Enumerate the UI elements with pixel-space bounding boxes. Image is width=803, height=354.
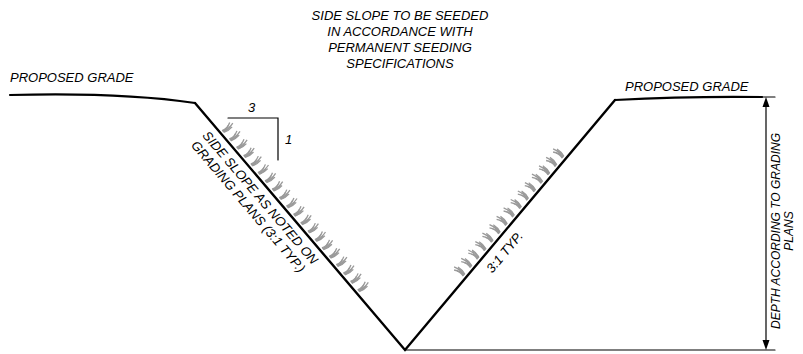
grass-blade (486, 235, 493, 241)
grass-blade (352, 277, 359, 282)
grass-blade (309, 227, 316, 232)
grass-blade (337, 257, 347, 265)
grass-blade (273, 182, 283, 191)
grass-blade (475, 242, 485, 250)
grass-blade (294, 207, 304, 215)
grass-blade (497, 216, 507, 224)
slope-ratio-marker (228, 118, 278, 160)
grass-blade (508, 210, 515, 216)
arrowhead (763, 340, 770, 350)
grass-blade (493, 226, 500, 232)
seeding-note: SIDE SLOPE TO BE SEEDED IN ACCORDANCE WI… (310, 8, 490, 72)
grass-blade (458, 269, 465, 275)
grass-blade (543, 167, 550, 173)
grass-blade (287, 199, 297, 207)
grass-blade (529, 184, 536, 190)
grass-blade (351, 274, 361, 283)
grass-blade (461, 258, 471, 266)
grass-blade (546, 157, 556, 165)
dimension-label: DEPTH ACCORDING TO GRADING PLANS (770, 126, 796, 336)
grass-blade (330, 252, 337, 257)
proposed-grade-line (615, 97, 762, 100)
grass-blade (330, 249, 340, 257)
grass-blade (259, 169, 266, 174)
grass-blade (454, 267, 464, 275)
grass-blade (515, 201, 522, 207)
grass-blade (511, 200, 521, 208)
grass-blade (525, 183, 535, 191)
grass-blade (259, 165, 269, 173)
grass-blade (273, 185, 280, 190)
dimension-line (765, 104, 766, 343)
grass-blade (251, 157, 261, 165)
grass-blade (345, 269, 352, 274)
grass-blade (504, 208, 514, 216)
grass-blade (223, 123, 233, 131)
proposed-grade-line (10, 94, 195, 103)
grade-label: PROPOSED GRADE (10, 70, 134, 85)
grass-blade (295, 210, 302, 215)
grass-blade (302, 219, 309, 224)
slope-ratio-number: 1 (285, 132, 292, 147)
grass-blade (309, 224, 319, 233)
grass-blade (230, 131, 240, 140)
slope-note: SIDE SLOPE AS NOTED ON GRADING PLANS (3:… (188, 128, 334, 292)
grass-blade (358, 282, 368, 290)
grass-blade (359, 286, 366, 291)
grass-blade (323, 240, 333, 248)
extension-line (755, 96, 775, 97)
grass-blade (518, 191, 528, 199)
grass-blade (468, 250, 478, 258)
grass-blade (490, 225, 500, 233)
grass-blade (230, 135, 237, 140)
grass-blade (280, 190, 290, 198)
grass-blade (266, 177, 273, 182)
grass-blade (238, 143, 245, 148)
grass-blade (244, 148, 254, 156)
grass-blade (479, 243, 486, 249)
grass-blade (482, 233, 492, 241)
grass-blade (344, 266, 354, 274)
grass-blade (301, 215, 311, 223)
grass-blade (266, 173, 276, 182)
grass-blade (557, 151, 564, 157)
grass-blade (465, 260, 472, 266)
grass-blade (539, 166, 549, 174)
grass-blade (316, 232, 326, 240)
grade-label: PROPOSED GRADE (625, 79, 749, 94)
grass-blade (237, 140, 247, 148)
grass-blade (532, 174, 542, 182)
grass-blade (316, 236, 323, 241)
grass-blade (553, 149, 563, 157)
grass-blade (536, 176, 543, 182)
grass-blade (280, 194, 287, 199)
extension-line (405, 349, 775, 350)
grass-blade (252, 160, 259, 165)
grass-blade (522, 193, 529, 199)
grass-blade (337, 261, 344, 266)
grass-blade (472, 252, 479, 258)
grass-blade (500, 218, 507, 224)
arrowhead (763, 97, 770, 107)
grass-blade (223, 127, 230, 132)
grass-blade (550, 159, 557, 165)
slope-ratio-number: 3 (248, 100, 255, 115)
grass-blade (323, 244, 330, 249)
grass-blade (288, 202, 295, 207)
grass-blade (245, 152, 252, 157)
